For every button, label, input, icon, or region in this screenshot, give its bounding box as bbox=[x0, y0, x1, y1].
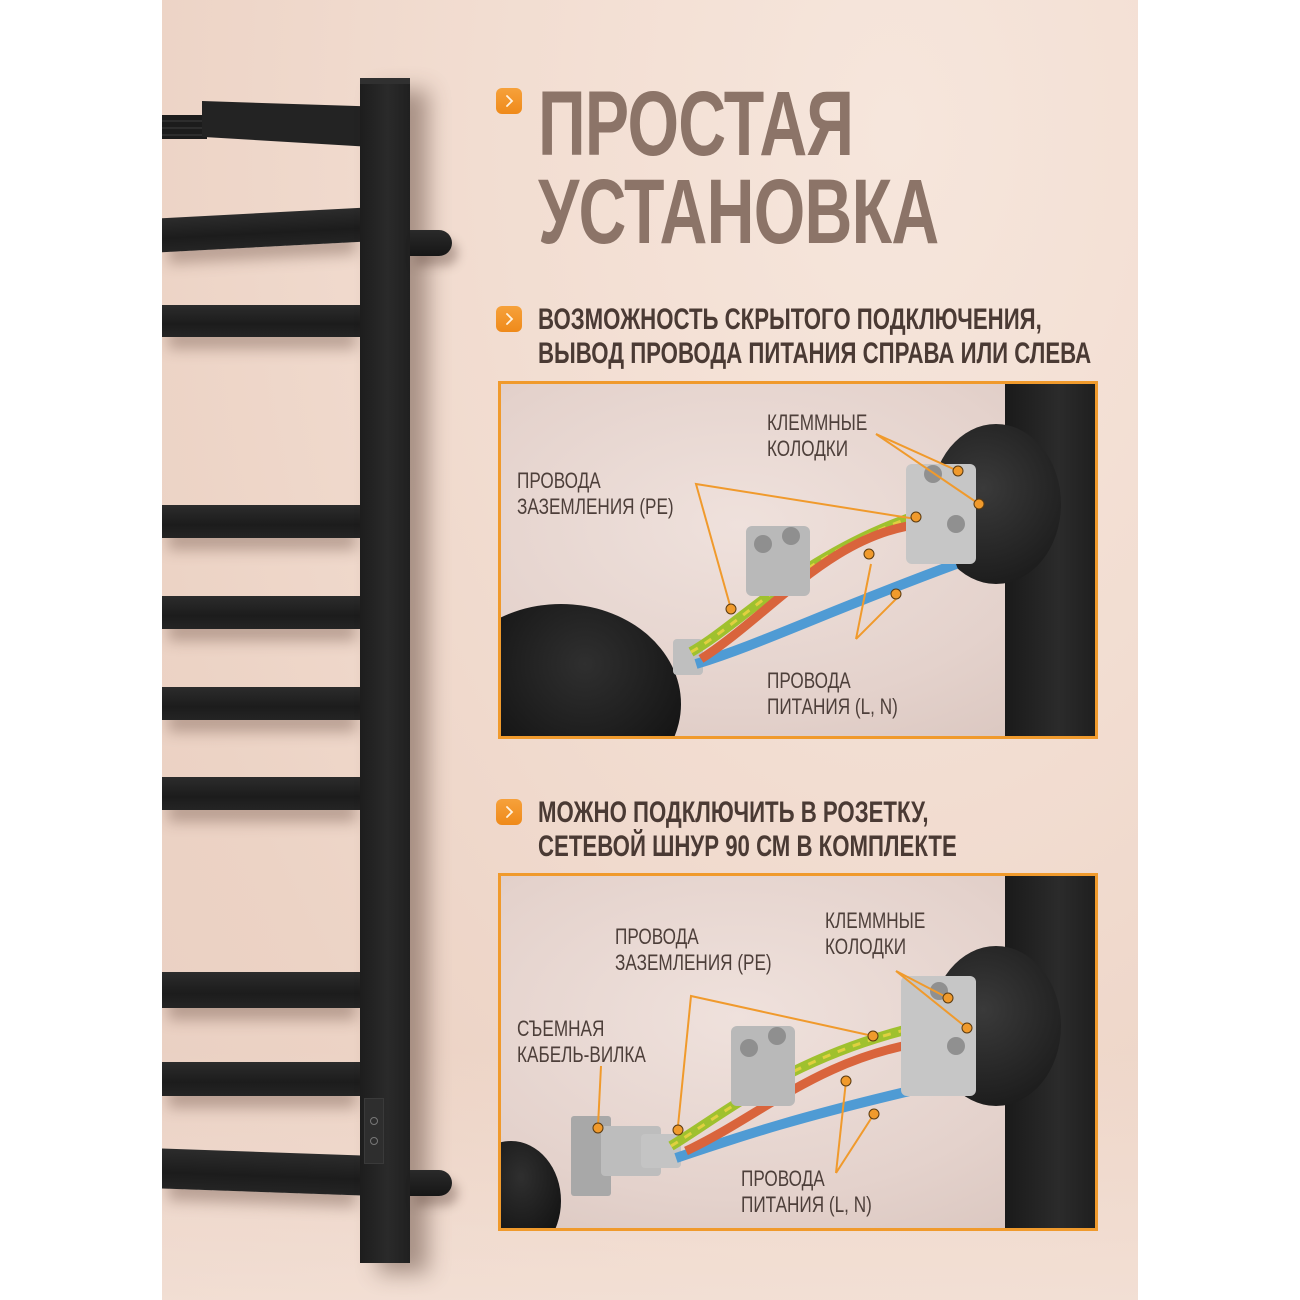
feature-1-line-2: ВЫВОД ПРОВОДА ПИТАНИЯ СПРАВА ИЛИ СЛЕВА bbox=[538, 337, 1092, 370]
rail-bar bbox=[162, 1148, 362, 1196]
label-ground-wires: ПРОВОДА ЗАЗЕМЛЕНИЯ (PE) bbox=[517, 468, 674, 520]
rail-bar bbox=[162, 207, 362, 253]
rail-vertical-post bbox=[360, 80, 410, 1263]
label-line: КОЛОДКИ bbox=[825, 934, 907, 959]
power-icon bbox=[370, 1117, 378, 1125]
feature-1-title: ВОЗМОЖНОСТЬ СКРЫТОГО ПОДКЛЮЧЕНИЯ, ВЫВОД … bbox=[538, 303, 1091, 371]
plug-connection-diagram: КЛЕММНЫЕ КОЛОДКИ ПРОВОДА ЗАЗЕМЛЕНИЯ (PE)… bbox=[498, 873, 1098, 1231]
rail-bar bbox=[162, 777, 362, 810]
label-line: ЗАЗЕМЛЕНИЯ (PE) bbox=[517, 494, 674, 519]
chevron-right-icon bbox=[506, 806, 514, 818]
hidden-connection-diagram: КЛЕММНЫЕ КОЛОДКИ ПРОВОДА ЗАЗЕМЛЕНИЯ (PE)… bbox=[498, 381, 1098, 739]
label-line: КЛЕММНЫЕ bbox=[767, 410, 868, 435]
rail-bar bbox=[162, 505, 362, 538]
feature-2-line-2: СЕТЕВОЙ ШНУР 90 СМ В КОМПЛЕКТЕ bbox=[538, 830, 957, 863]
label-line: КОЛОДКИ bbox=[767, 436, 849, 461]
mode-icon bbox=[370, 1137, 378, 1145]
feature-1-line-1: ВОЗМОЖНОСТЬ СКРЫТОГО ПОДКЛЮЧЕНИЯ, bbox=[538, 303, 1042, 336]
label-line: СЪЕМНАЯ bbox=[517, 1016, 605, 1041]
rail-bar bbox=[162, 1062, 362, 1096]
chevron-right-icon bbox=[506, 95, 514, 107]
towel-rail-image bbox=[162, 0, 462, 1300]
rail-bar bbox=[162, 687, 362, 720]
rail-top-shelf bbox=[202, 101, 372, 147]
label-power-wires: ПРОВОДА ПИТАНИЯ (L, N) bbox=[767, 668, 898, 720]
label-line: ПИТАНИЯ (L, N) bbox=[741, 1192, 872, 1217]
rail-shelf-edge bbox=[162, 115, 207, 139]
heading-bullet bbox=[496, 88, 522, 114]
label-line: ПРОВОДА bbox=[517, 468, 601, 493]
feature-bullet bbox=[496, 799, 522, 825]
wiring-illustration bbox=[673, 433, 985, 675]
rail-wall-mount bbox=[410, 230, 452, 256]
label-line: ПРОВОДА bbox=[767, 668, 851, 693]
chevron-right-icon bbox=[506, 313, 514, 325]
label-line: ПРОВОДА bbox=[741, 1166, 825, 1191]
rail-bar bbox=[162, 596, 362, 629]
product-infographic: ПРОСТАЯ УСТАНОВКА ВОЗМОЖНОСТЬ СКРЫТОГО П… bbox=[162, 0, 1138, 1300]
label-line: КАБЕЛЬ-ВИЛКА bbox=[517, 1042, 646, 1067]
feature-bullet bbox=[496, 306, 522, 332]
label-power-wires: ПРОВОДА ПИТАНИЯ (L, N) bbox=[741, 1166, 872, 1218]
rail-control-panel bbox=[364, 1098, 384, 1164]
page-title: ПРОСТАЯ УСТАНОВКА bbox=[538, 73, 939, 263]
label-line: КЛЕММНЫЕ bbox=[825, 908, 926, 933]
label-removable-plug: СЪЕМНАЯ КАБЕЛЬ-ВИЛКА bbox=[517, 1016, 646, 1068]
label-ground-wires: ПРОВОДА ЗАЗЕМЛЕНИЯ (PE) bbox=[615, 924, 772, 976]
rail-post-cap bbox=[360, 78, 410, 84]
wiring-illustration bbox=[571, 970, 976, 1196]
feature-2-line-1: МОЖНО ПОДКЛЮЧИТЬ В РОЗЕТКУ, bbox=[538, 796, 929, 829]
label-terminal-blocks: КЛЕММНЫЕ КОЛОДКИ bbox=[825, 908, 925, 960]
rail-bar bbox=[162, 305, 362, 337]
label-line: ЗАЗЕМЛЕНИЯ (PE) bbox=[615, 950, 772, 975]
label-line: ПРОВОДА bbox=[615, 924, 699, 949]
title-line-2: УСТАНОВКА bbox=[538, 161, 939, 263]
rail-wall-mount bbox=[410, 1170, 452, 1196]
label-line: ПИТАНИЯ (L, N) bbox=[767, 694, 898, 719]
label-terminal-blocks: КЛЕММНЫЕ КОЛОДКИ bbox=[767, 410, 867, 462]
feature-2-title: МОЖНО ПОДКЛЮЧИТЬ В РОЗЕТКУ, СЕТЕВОЙ ШНУР… bbox=[538, 796, 957, 864]
title-line-1: ПРОСТАЯ bbox=[538, 73, 854, 175]
rail-bar bbox=[162, 972, 362, 1008]
